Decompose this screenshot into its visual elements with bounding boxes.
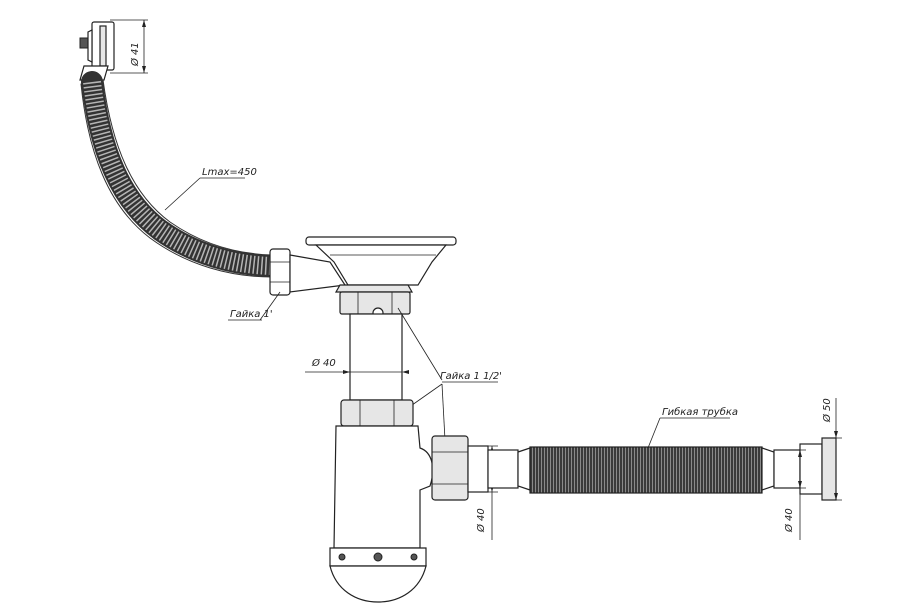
dimension-lmax: Lmax=450	[164, 167, 257, 211]
label-nut-1-5: Гайка 1 1/2'	[440, 371, 502, 382]
siphon-bottle	[329, 425, 434, 603]
label-dia-40-pipe: Ø 40	[311, 357, 336, 369]
leader-nut-1: Гайка 1'	[228, 291, 281, 321]
label-flex-tube: Гибкая трубка	[662, 406, 738, 418]
overflow-hose	[80, 71, 283, 278]
leader-flex-tube: Гибкая трубка	[647, 406, 738, 449]
overflow-fitting	[79, 21, 115, 81]
label-lmax: Lmax=450	[202, 167, 257, 178]
outlet-pipe	[487, 437, 837, 501]
label-dia-40-right: Ø 40	[783, 508, 795, 533]
label-dia-50: Ø 50	[821, 398, 833, 423]
dimension-dia-40-right: Ø 40	[778, 449, 806, 540]
label-nut-1: Гайка 1'	[230, 309, 273, 320]
dimension-dia-50: Ø 50	[821, 398, 842, 501]
outlet-nut	[431, 435, 489, 501]
nut-1-inch	[269, 248, 347, 296]
label-dia-41: Ø 41	[129, 42, 141, 67]
dimension-dia-41: Ø 41	[110, 19, 148, 74]
vertical-pipe	[349, 313, 403, 401]
lower-nut	[340, 399, 414, 427]
dimension-dia-40-pipe: Ø 40	[305, 357, 409, 374]
sink-strainer	[305, 236, 457, 293]
label-dia-40-left: Ø 40	[475, 508, 487, 533]
